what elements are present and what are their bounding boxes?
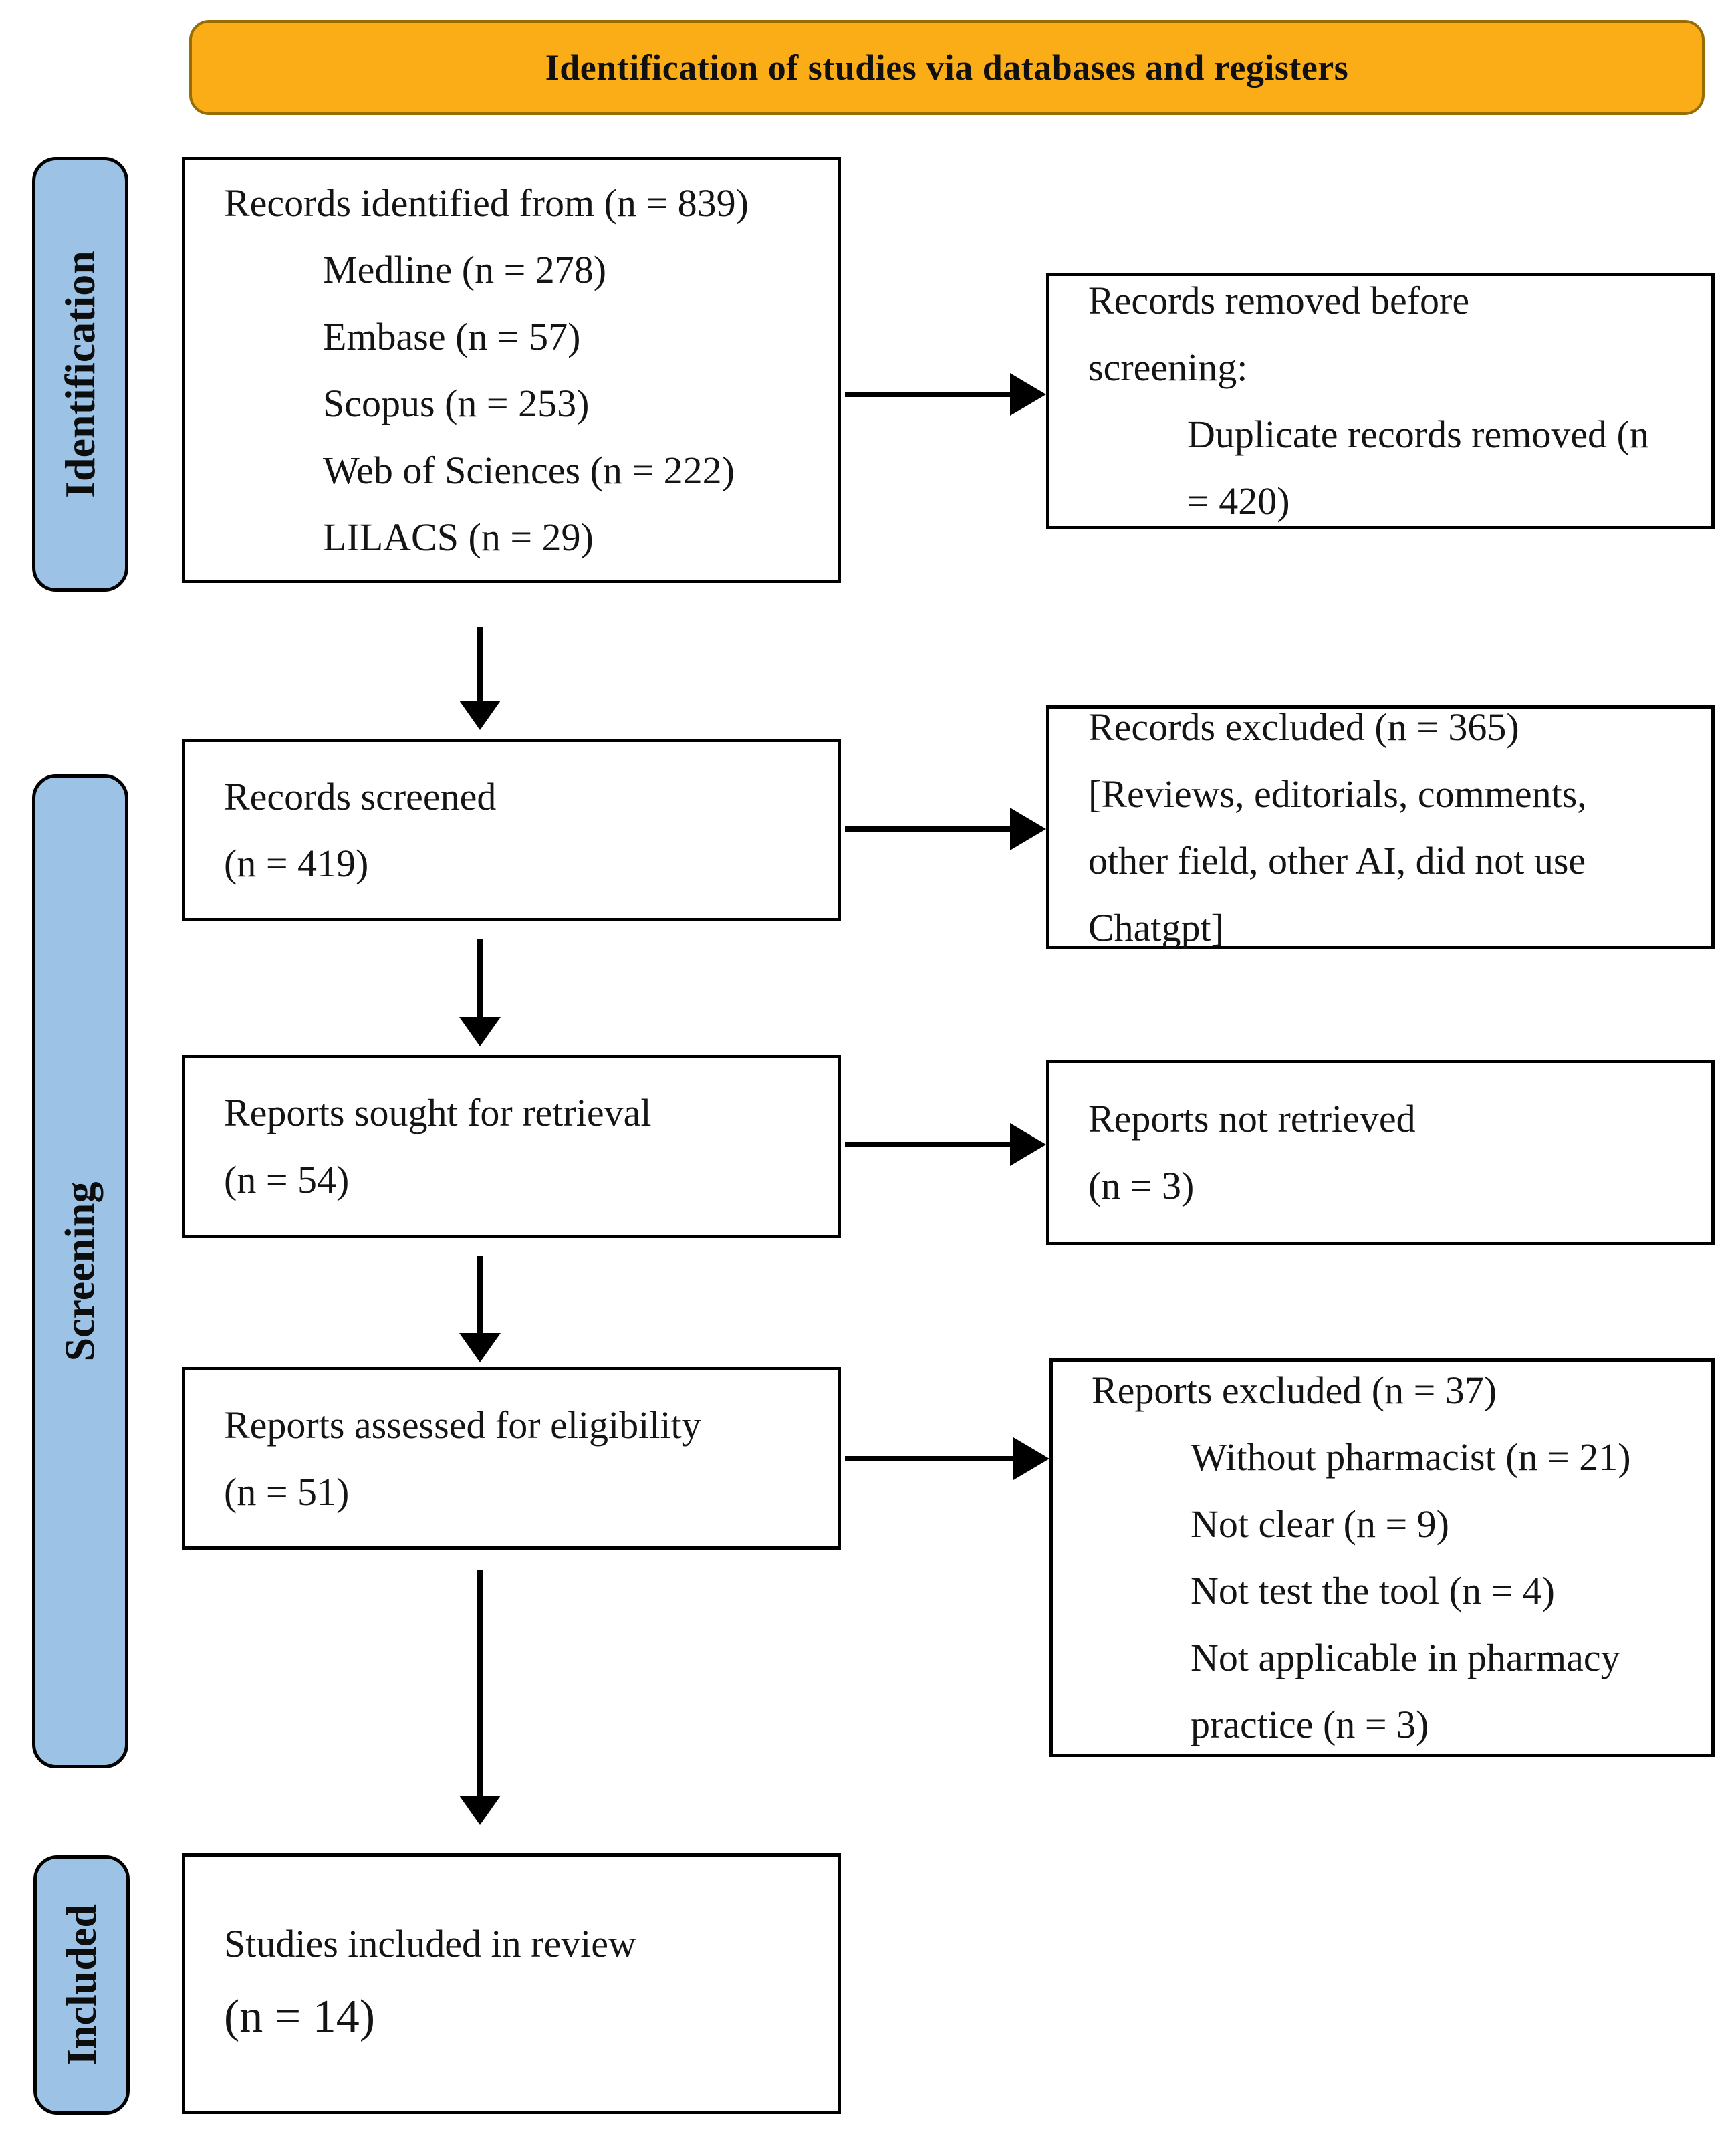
arrow-down-icon [459, 1017, 501, 1046]
arrow-shaft [477, 1570, 483, 1797]
text-line: Records identified from (n = 839) [224, 181, 749, 225]
text-line: Not applicable in pharmacy [1191, 1636, 1620, 1679]
text-line: [Reviews, editorials, comments, [1088, 771, 1587, 816]
text-line: screening: [1088, 346, 1248, 389]
arrow-right-icon [1010, 373, 1046, 416]
flow-arrow-assessed-to-included [459, 1570, 501, 1825]
text-line: Not test the tool (n = 4) [1191, 1569, 1555, 1612]
text-line: (n = 3) [1088, 1164, 1195, 1207]
box-reports-sought: Reports sought for retrieval (n = 54) [182, 1055, 841, 1238]
flow-arrow-identified-to-removed [841, 373, 1046, 416]
box-records-excluded: Records excluded (n = 365) [Reviews, edi… [1046, 705, 1715, 949]
box-reports-excluded: Reports excluded (n = 37) Without pharma… [1049, 1358, 1715, 1757]
text-line: Records screened [224, 774, 497, 818]
text-line: Chatgpt] [1088, 905, 1224, 949]
text-line: Duplicate records removed (n [1187, 412, 1649, 456]
flow-arrow-assessed-to-excluded [841, 1437, 1049, 1480]
box-reports-not-retrieved: Reports not retrieved (n = 3) [1046, 1060, 1715, 1245]
text-line: LILACS (n = 29) [323, 515, 594, 559]
text-line: (n = 14) [224, 1991, 376, 2042]
text-line: Reports sought for retrieval [224, 1091, 652, 1134]
flow-arrow-sought-to-assessed [459, 1256, 501, 1362]
arrow-down-icon [459, 1796, 501, 1825]
flow-arrow-sought-to-not-retrieved [841, 1123, 1046, 1166]
text-line: Not clear (n = 9) [1191, 1502, 1449, 1546]
arrow-shaft [477, 939, 483, 1018]
text-line: Without pharmacist (n = 21) [1191, 1435, 1631, 1479]
text-line: Records removed before [1088, 279, 1470, 322]
text-line: (n = 419) [224, 841, 369, 885]
text-line: Reports assessed for eligibility [224, 1403, 701, 1447]
box-records-identified: Records identified from (n = 839) Medlin… [182, 157, 841, 583]
banner-title: Identification of studies via databases … [545, 47, 1349, 88]
text-line: practice (n = 3) [1191, 1703, 1429, 1746]
text-line: Studies included in review [224, 1922, 636, 1965]
text-line: Medline (n = 278) [323, 247, 607, 291]
arrow-shaft [845, 1456, 1015, 1461]
flow-arrow-screened-to-sought [459, 939, 501, 1046]
text-line: Web of Sciences (n = 222) [323, 448, 735, 492]
text-line: Reports excluded (n = 37) [1092, 1368, 1497, 1412]
stage-label-included: Included [33, 1855, 130, 2115]
text-line: Embase (n = 57) [323, 314, 581, 358]
flow-arrow-identified-to-screened [459, 627, 501, 730]
box-records-screened: Records screened (n = 419) [182, 739, 841, 921]
stage-label-screening: Screening [32, 774, 128, 1768]
arrow-right-icon [1010, 808, 1046, 850]
arrow-shaft [845, 392, 1012, 397]
arrow-down-icon [459, 1333, 501, 1362]
flow-arrow-screened-to-excluded [841, 808, 1046, 850]
arrow-shaft [477, 1256, 483, 1334]
box-reports-assessed: Reports assessed for eligibility (n = 51… [182, 1367, 841, 1550]
stage-label-screening-text: Screening [56, 1181, 104, 1362]
stage-label-identification-text: Identification [56, 251, 104, 498]
text-line: Records excluded (n = 365) [1088, 705, 1519, 749]
stage-label-included-text: Included [57, 1904, 105, 2066]
text-line: Reports not retrieved [1088, 1097, 1416, 1141]
box-studies-included: Studies included in review (n = 14) [182, 1853, 841, 2114]
banner: Identification of studies via databases … [189, 20, 1705, 115]
text-line: = 420) [1187, 479, 1290, 523]
text-line: Scopus (n = 253) [323, 381, 590, 425]
text-line: (n = 51) [224, 1469, 350, 1514]
box-records-removed: Records removed before screening: Duplic… [1046, 273, 1715, 529]
arrow-shaft [845, 1142, 1012, 1147]
text-line: (n = 54) [224, 1158, 350, 1201]
text-line: other field, other AI, did not use [1088, 838, 1586, 882]
arrow-down-icon [459, 701, 501, 730]
arrow-shaft [845, 826, 1012, 832]
arrow-right-icon [1010, 1123, 1046, 1166]
arrow-shaft [477, 627, 483, 702]
arrow-right-icon [1013, 1437, 1049, 1480]
stage-label-identification: Identification [32, 157, 128, 592]
